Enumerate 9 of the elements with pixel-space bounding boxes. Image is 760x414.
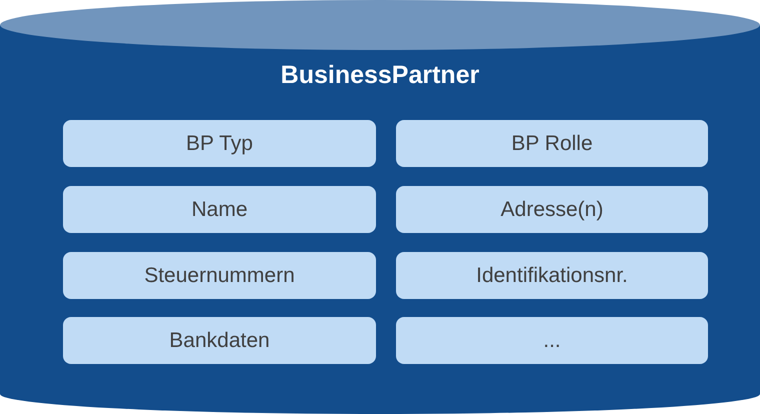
attribute-card: Steuernummern (63, 252, 376, 299)
attribute-card: Name (63, 186, 376, 233)
attribute-card: Identifikationsnr. (396, 252, 708, 299)
attribute-card: Bankdaten (63, 317, 376, 364)
cylinder-title: BusinessPartner (280, 60, 480, 90)
attribute-card: BP Rolle (396, 120, 708, 167)
attribute-card: BP Typ (63, 120, 376, 167)
attribute-card: Adresse(n) (396, 186, 708, 233)
attribute-card: ... (396, 317, 708, 364)
